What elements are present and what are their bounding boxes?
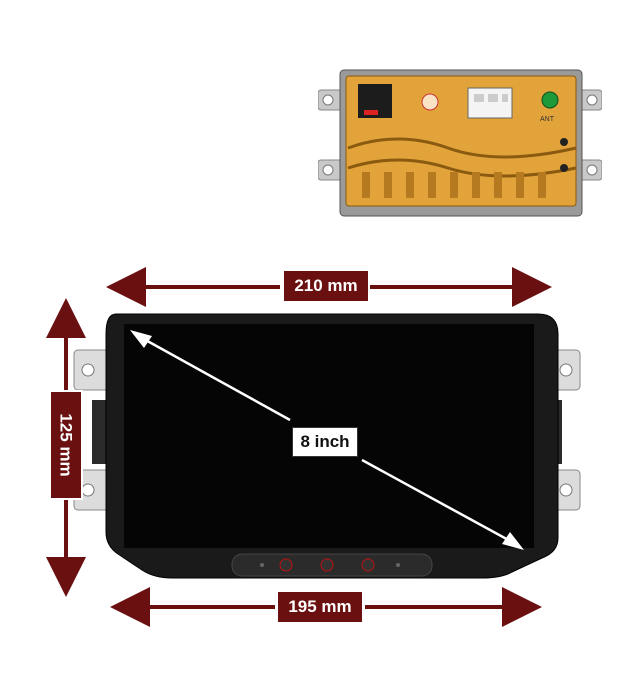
bottom-width-label: 195 mm	[276, 590, 364, 624]
height-label-text: 125 mm	[57, 413, 77, 477]
diagonal-label: 8 inch	[292, 427, 358, 457]
unit-back-view: ANT	[318, 60, 602, 220]
unit-back-illustration	[318, 69, 602, 217]
antenna-label: ANT	[540, 116, 554, 123]
height-label: 125 mm	[49, 390, 83, 500]
back-icon	[361, 558, 375, 572]
top-width-label: 210 mm	[282, 269, 370, 303]
menu-icon	[279, 558, 293, 572]
home-icon	[320, 558, 334, 572]
